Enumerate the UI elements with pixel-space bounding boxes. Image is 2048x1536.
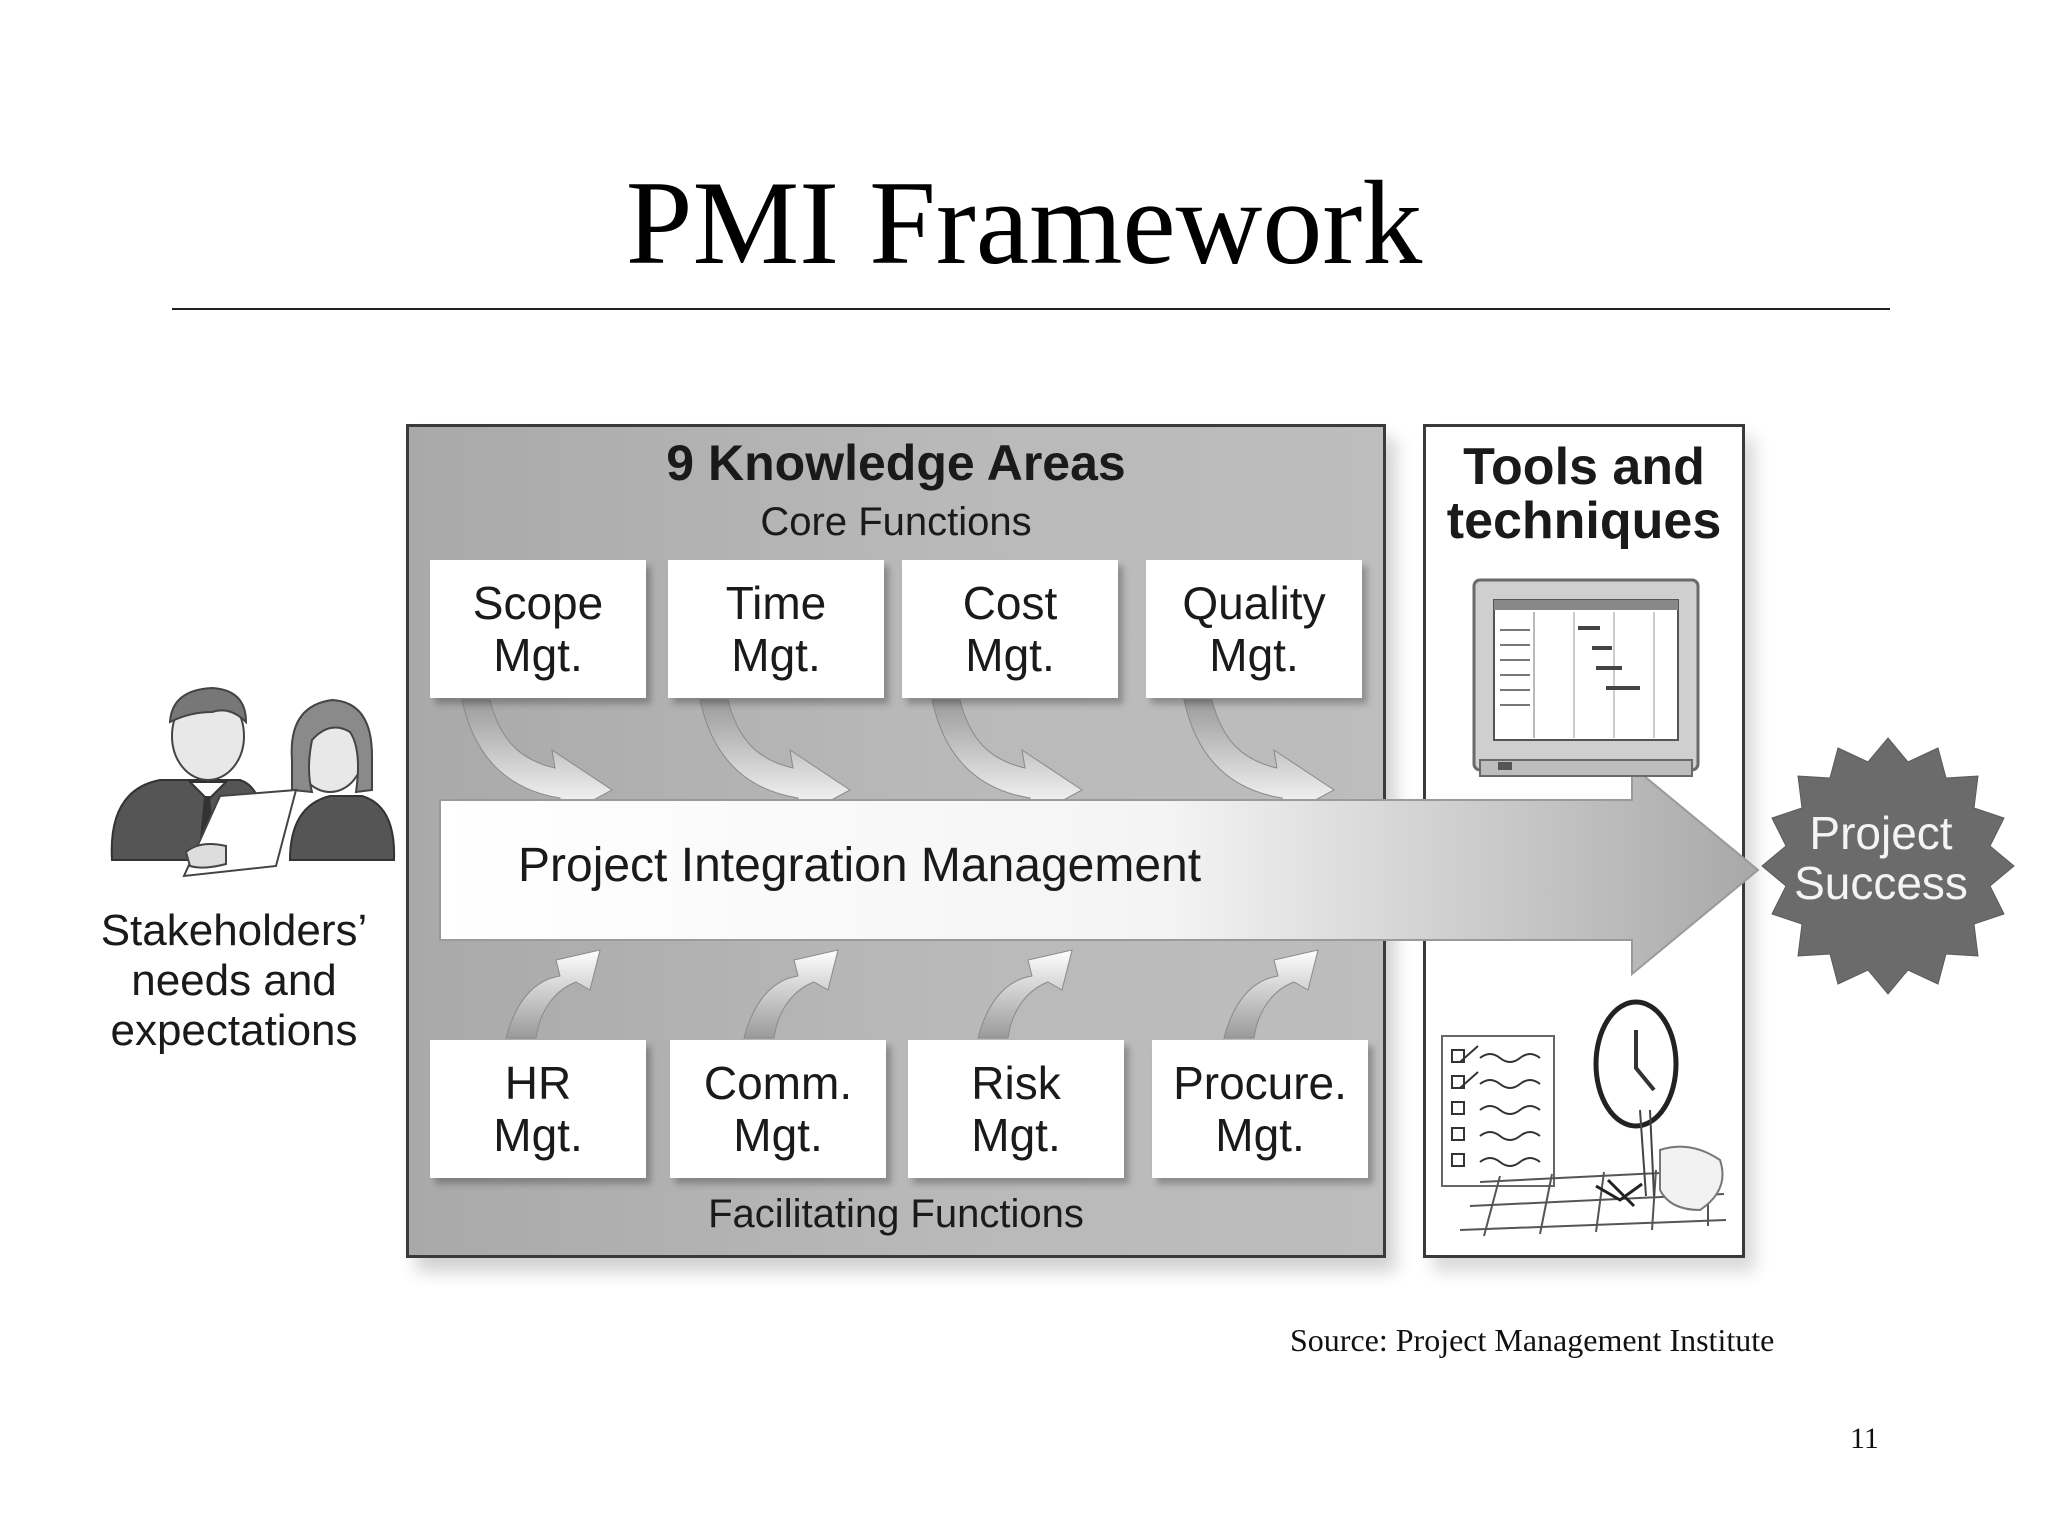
cost-line1: Cost bbox=[962, 577, 1058, 629]
knowledge-areas-title: 9 Knowledge Areas bbox=[666, 435, 1126, 491]
tools-title: Tools and techniques bbox=[1423, 440, 1745, 548]
quality-line2: Mgt. bbox=[1209, 629, 1299, 681]
success-line1: Project bbox=[1809, 807, 1953, 859]
integration-arrow bbox=[439, 763, 1760, 977]
stakeholders-line2: needs and bbox=[131, 956, 337, 1005]
hr-line2: Mgt. bbox=[493, 1109, 583, 1161]
stakeholders-line1: Stakeholders’ bbox=[100, 906, 368, 955]
core-functions-label: Core Functions bbox=[760, 500, 1032, 544]
scope-mgt-box: Scope Mgt. bbox=[430, 560, 646, 698]
quality-mgt-box: Quality Mgt. bbox=[1146, 560, 1362, 698]
time-mgt-box: Time Mgt. bbox=[668, 560, 884, 698]
hr-line1: HR bbox=[504, 1057, 572, 1109]
risk-mgt-box: Risk Mgt. bbox=[908, 1040, 1124, 1178]
stakeholders-people-icon bbox=[110, 686, 396, 878]
hr-up-arrow bbox=[505, 949, 601, 1039]
computer-monitor-icon bbox=[1472, 578, 1700, 777]
comm-mgt-box: Comm. Mgt. bbox=[670, 1040, 886, 1178]
success-line2: Success bbox=[1794, 857, 1968, 909]
stakeholders-line3: expectations bbox=[110, 1006, 358, 1055]
comm-line1: Comm. bbox=[703, 1057, 853, 1109]
stakeholders-label: Stakeholders’ needs and expectations bbox=[74, 906, 394, 1056]
project-success-starburst bbox=[1761, 737, 2015, 995]
integration-label: Project Integration Management bbox=[518, 839, 1202, 892]
facilitating-arrows bbox=[505, 949, 1319, 1039]
time-line1: Time bbox=[725, 577, 827, 629]
tools-title-line1: Tools and bbox=[1463, 438, 1705, 496]
project-success-label: Project Success bbox=[1750, 808, 2012, 908]
hr-mgt-box: HR Mgt. bbox=[430, 1040, 646, 1178]
scope-line2: Mgt. bbox=[493, 629, 583, 681]
comm-up-arrow bbox=[743, 949, 839, 1039]
quality-line1: Quality bbox=[1182, 577, 1326, 629]
facilitating-functions-label: Facilitating Functions bbox=[708, 1192, 1084, 1236]
risk-up-arrow bbox=[977, 949, 1073, 1039]
page-number: 11 bbox=[1850, 1422, 1879, 1455]
tools-title-line2: techniques bbox=[1446, 492, 1722, 550]
procure-up-arrow bbox=[1223, 949, 1319, 1039]
risk-line1: Risk bbox=[971, 1057, 1061, 1109]
title-divider bbox=[172, 308, 1890, 310]
procure-mgt-box: Procure. Mgt. bbox=[1152, 1040, 1368, 1178]
scope-line1: Scope bbox=[472, 577, 604, 629]
slide-title: PMI Framework bbox=[625, 156, 1423, 289]
core-arrows bbox=[461, 699, 1335, 819]
source-note: Source: Project Management Institute bbox=[1290, 1322, 1775, 1358]
time-line2: Mgt. bbox=[731, 629, 821, 681]
risk-line2: Mgt. bbox=[971, 1109, 1061, 1161]
procure-line2: Mgt. bbox=[1215, 1109, 1305, 1161]
procure-line1: Procure. bbox=[1173, 1057, 1347, 1109]
comm-line2: Mgt. bbox=[733, 1109, 823, 1161]
checklist-clock-icon bbox=[1441, 999, 1727, 1237]
cost-mgt-box: Cost Mgt. bbox=[902, 560, 1118, 698]
cost-line2: Mgt. bbox=[965, 629, 1055, 681]
